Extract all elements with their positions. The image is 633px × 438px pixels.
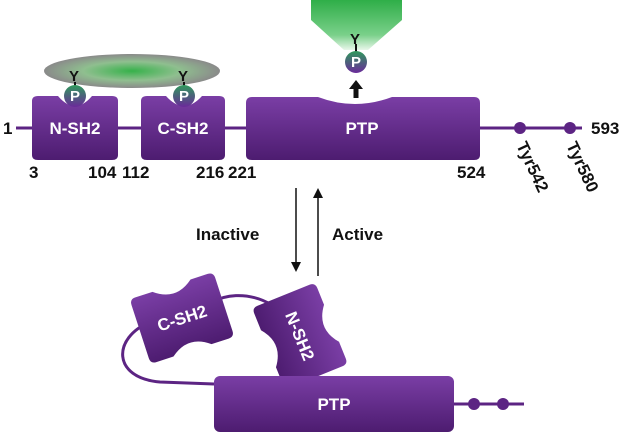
- substrate-funnel: [311, 0, 402, 50]
- end-residue-label: 593: [591, 119, 619, 138]
- active-label: Active: [332, 225, 383, 244]
- ptp-end-label: 524: [457, 163, 486, 182]
- folded-csh2-domain: [131, 273, 233, 363]
- state-transition: Inactive Active: [196, 188, 383, 276]
- svg-text:Y: Y: [178, 68, 188, 85]
- tyr542-label: Tyr542: [512, 139, 552, 196]
- csh2-end-label: 216: [196, 163, 224, 182]
- svg-text:P: P: [70, 88, 80, 105]
- folded-nsh2-domain: [253, 284, 347, 388]
- csh2-label: C-SH2: [157, 119, 208, 138]
- tyr580-label: Tyr580: [562, 139, 602, 196]
- svg-text:Y: Y: [350, 31, 360, 48]
- ptp-domain: [246, 97, 480, 160]
- svg-text:P: P: [179, 88, 189, 105]
- nsh2-end-label: 104: [88, 163, 117, 182]
- csh2-domain: [141, 96, 225, 160]
- folded-conformation: C-SH2 N-SH2 PTP: [121, 273, 524, 432]
- folded-tyr580-site: [497, 398, 509, 410]
- svg-text:Y: Y: [69, 68, 79, 85]
- nsh2-label: N-SH2: [49, 119, 100, 138]
- tyr542-site: [514, 122, 526, 134]
- svg-text:P: P: [351, 54, 361, 71]
- folded-tyr542-site: [468, 398, 480, 410]
- binding-partner-ellipse: [44, 54, 220, 88]
- phosphotyrosine-csh2: Y P: [173, 68, 195, 107]
- ptp-label: PTP: [345, 119, 378, 138]
- phosphotyrosine-nsh2: Y P: [64, 68, 86, 107]
- start-residue-label: 1: [3, 119, 12, 138]
- up-arrow-icon: [349, 80, 363, 98]
- folded-ptp-domain: [214, 376, 454, 432]
- tyr580-site: [564, 122, 576, 134]
- nsh2-start-label: 3: [29, 163, 38, 182]
- csh2-start-label: 112: [122, 163, 149, 182]
- ptp-start-label: 221: [228, 163, 256, 182]
- folded-ptp-label: PTP: [317, 395, 350, 414]
- phosphotyrosine-substrate: Y P: [345, 31, 367, 73]
- linear-domain-map: 1 593 N-SH2 C-SH2 Y P Y P PTP: [3, 0, 619, 195]
- nsh2-domain: [32, 96, 118, 160]
- inactive-label: Inactive: [196, 225, 259, 244]
